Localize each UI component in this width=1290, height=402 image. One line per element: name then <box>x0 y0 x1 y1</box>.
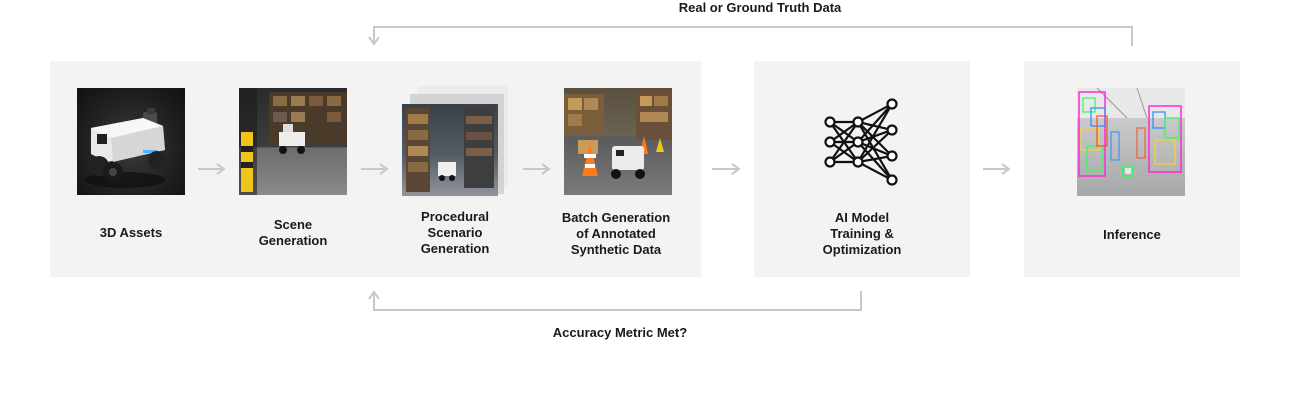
feedback-top-label: Real or Ground Truth Data <box>678 0 842 15</box>
stage-label-inference: Inference <box>1103 227 1161 242</box>
feedback-bottom-label: Accuracy Metric Met? <box>552 325 688 340</box>
stage-label-ai-model: AI Model Training & Optimization <box>822 210 902 257</box>
neural-network-icon <box>822 96 902 188</box>
scene-generation-image <box>239 88 347 195</box>
batch-generation-image <box>564 88 672 195</box>
robot-asset-image <box>77 88 185 195</box>
stage-label-scene-generation: Scene Generation <box>258 217 328 248</box>
training-panel <box>754 61 970 277</box>
stage-label-3d-assets: 3D Assets <box>99 225 163 240</box>
stage-label-batch-generation: Batch Generation of Annotated Synthetic … <box>561 210 671 257</box>
inference-image <box>1077 88 1185 196</box>
procedural-scenario-image <box>402 104 498 196</box>
stage-label-procedural-scenario: Procedural Scenario Generation <box>420 209 490 256</box>
